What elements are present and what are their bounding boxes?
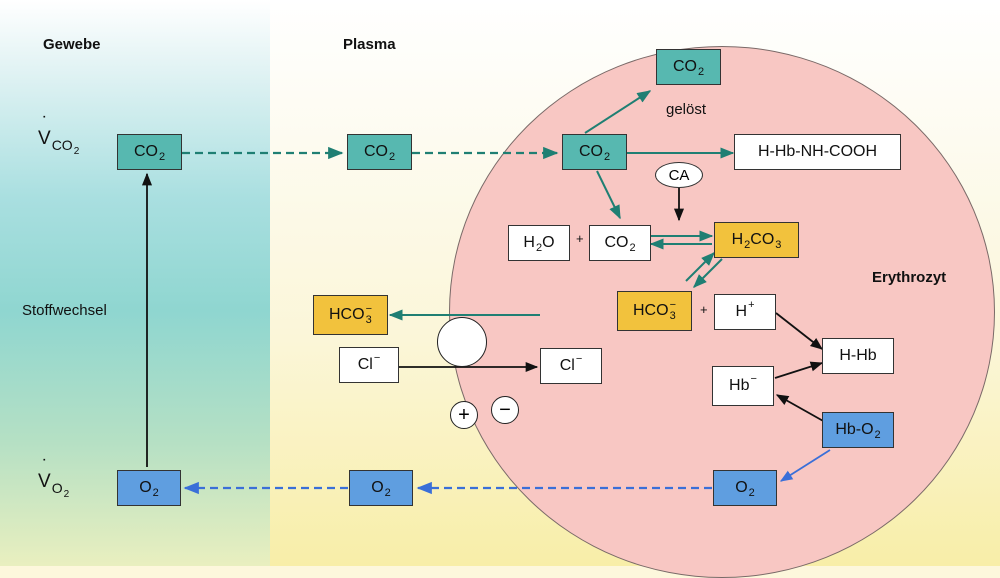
tissue-heading: Gewebe [43,36,101,53]
anion-exchanger [437,317,487,367]
carbamino-box: H-Hb-NH-COOH [734,134,901,170]
hb-minus-box: Hb− [712,366,774,406]
h2co3-hco3-forward-arrow [693,258,723,288]
minus-charge: − [491,396,519,424]
h-hb-box: H-Hb [822,338,894,374]
plus-sign: + [700,302,708,317]
vo2-label: VO2 [38,471,70,500]
cl-plasma-box: Cl− [339,347,399,383]
hb-to-hhb-arrow [774,361,824,379]
co2-to-dissolved-arrow [584,90,652,134]
hco3-cell-box: HCO−3 [617,291,692,331]
erythrocyte-label: Erythrozyt [872,269,947,286]
vco2-dot: ˙ [42,114,49,135]
plus-charge: + [450,401,478,429]
metabolism-label: Stoffwechsel [22,302,107,319]
h2co3-hco3-reverse-arrow [685,252,715,282]
arrow-layer [141,90,831,495]
co2-to-reaction-arrow [596,170,621,220]
hbo2-to-hb-arrow [775,394,826,423]
hbo2-to-o2-arrow [779,449,831,482]
plus-sign: + [576,231,584,246]
h-to-hhb-arrow [775,312,823,350]
plasma-heading: Plasma [343,36,396,53]
h-plus-box: H+ [714,294,776,330]
dissolved-label: gelöst [666,101,707,118]
vo2-dot: ˙ [42,457,49,478]
carbonic-anhydrase-label: CA [655,162,703,188]
hco3-plasma-box: HCO−3 [313,295,388,335]
cl-cell-box: Cl− [540,348,602,384]
vco2-label: VCO2 [38,128,80,157]
